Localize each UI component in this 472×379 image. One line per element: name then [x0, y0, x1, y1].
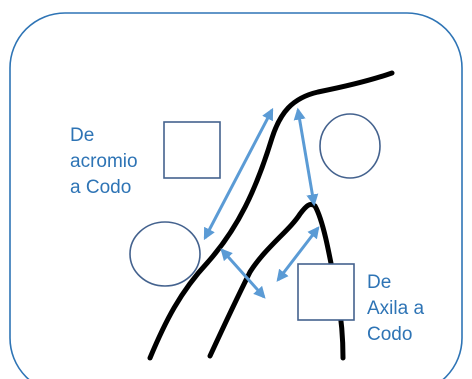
ellipse-shape-left [129, 221, 201, 287]
square-shape-lower [297, 263, 355, 321]
label-acromio-line-1: De [70, 125, 95, 146]
ellipse-shape-right [319, 113, 381, 179]
arrow-axila-codo [276, 226, 320, 282]
arrow-acromio-codo [203, 107, 274, 241]
arrow-shoulder-vertical [293, 107, 319, 207]
label-acromio-line-2: acromio [70, 151, 138, 172]
label-axila-line-1: De [367, 272, 392, 293]
label-axila-line-3: Codo [367, 324, 413, 345]
label-acromio-line-3: a Codo [70, 177, 132, 198]
label-axila-line-2: Axila a [367, 298, 425, 319]
label-acromio-a-codo: De acromio a Codo [70, 123, 138, 201]
arrow-elbow-width [220, 248, 266, 299]
square-shape-upper [163, 121, 221, 179]
rounded-frame [9, 12, 463, 379]
label-axila-a-codo: De Axila a Codo [367, 270, 424, 348]
